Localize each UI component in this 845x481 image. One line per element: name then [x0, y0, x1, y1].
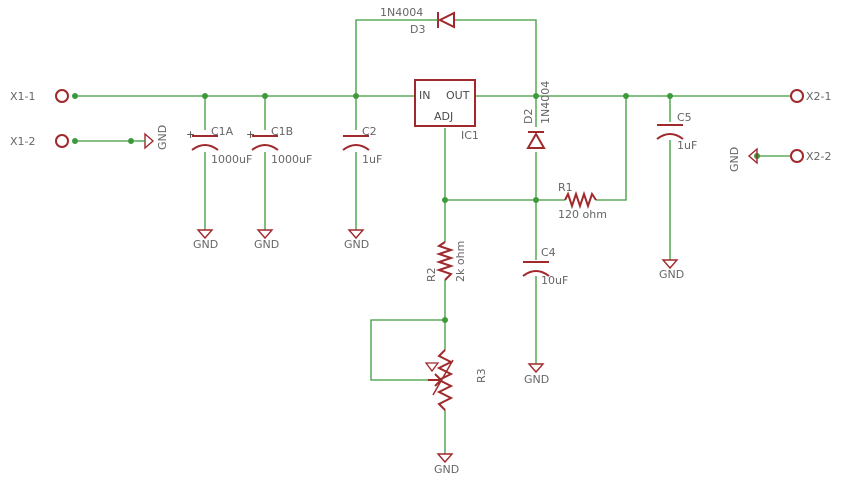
d2-value: 1N4004: [539, 81, 552, 124]
gnd-c4: GND: [524, 363, 549, 386]
gnd-r3: GND: [434, 453, 459, 476]
diode-triangle-icon: [437, 11, 455, 29]
gnd-label: GND: [434, 463, 459, 476]
c1b-value: 1000uF: [271, 153, 312, 166]
d2-label: D2: [522, 109, 535, 124]
c5-value: 1uF: [677, 139, 697, 152]
pad-circle-icon: [55, 89, 69, 103]
wires: [75, 19, 790, 454]
capacitor-c1b: + C1B 1000uF: [246, 125, 312, 166]
r2-value: 2k ohm: [454, 241, 467, 282]
connector-x2-1: X2-1: [790, 89, 832, 103]
potentiometer-r3: R3: [424, 349, 488, 411]
junction-dot: [202, 93, 208, 99]
pad-circle-icon: [790, 149, 804, 163]
connector-x1-1-label: X1-1: [10, 90, 36, 103]
junction-dot: [667, 93, 673, 99]
junction-dot: [72, 93, 78, 99]
ic1-pin-in: IN: [419, 89, 430, 102]
gnd-c5: GND: [659, 259, 684, 281]
ic1-label: IC1: [461, 129, 479, 142]
resistor-zigzag-icon: [564, 190, 597, 210]
c1a-label: C1A: [211, 125, 234, 138]
c4-value: 10uF: [541, 274, 568, 287]
c2-label: C2: [362, 125, 377, 138]
c1b-plus: +: [246, 128, 255, 141]
r2-label: R2: [425, 267, 438, 282]
gnd-label: GND: [659, 268, 684, 281]
connector-x1-2-label: X1-2: [10, 135, 36, 148]
junction-dot: [442, 197, 448, 203]
capacitor-c2: C2 1uF: [342, 125, 382, 166]
diode-d2: D2 1N4004: [522, 81, 552, 149]
ground-icon: [196, 229, 214, 240]
resistor-zigzag-icon: [435, 241, 455, 281]
resistor-r2: R2 2k ohm: [425, 241, 467, 282]
c1a-value: 1000uF: [211, 153, 252, 166]
gnd-label: GND: [156, 125, 169, 150]
gnd-x1-2: GND: [137, 125, 169, 150]
capacitor-c4: C4 10uF: [522, 246, 568, 287]
gnd-x2-2: GND: [728, 147, 758, 172]
gnd-label: GND: [524, 373, 549, 386]
junction-dot: [533, 197, 539, 203]
gnd-label: GND: [728, 147, 741, 172]
ground-icon: [347, 229, 365, 240]
diode-triangle-icon: [526, 131, 546, 149]
gnd-label: GND: [193, 238, 218, 251]
connector-x2-2-label: X2-2: [806, 150, 832, 163]
gnd-c1a: GND: [193, 229, 218, 251]
pad-circle-icon: [55, 134, 69, 148]
d3-value: 1N4004: [380, 6, 423, 19]
connector-x2-2: X2-2: [790, 149, 832, 163]
c1b-label: C1B: [271, 125, 293, 138]
ic1-regulator: IN OUT ADJ IC1: [414, 79, 479, 142]
connector-x1-1: X1-1: [10, 89, 69, 103]
r1-value: 120 ohm: [558, 208, 607, 221]
r3-label: R3: [475, 368, 488, 383]
connector-x2-1-label: X2-1: [806, 90, 832, 103]
ic-body: [414, 79, 476, 127]
junctions: [72, 93, 760, 323]
capacitor-c1a: + C1A 1000uF: [186, 125, 252, 166]
ic1-pin-out: OUT: [446, 89, 470, 102]
ground-icon: [256, 229, 274, 240]
ground-icon: [144, 132, 155, 150]
c4-label: C4: [541, 246, 556, 259]
c5-label: C5: [677, 111, 692, 124]
c2-value: 1uF: [362, 153, 382, 166]
gnd-label: GND: [344, 238, 369, 251]
junction-dot: [533, 93, 539, 99]
diode-d3: 1N4004 D3: [380, 6, 455, 36]
ground-icon: [527, 363, 545, 374]
junction-dot: [128, 138, 134, 144]
ground-icon: [436, 453, 454, 464]
d3-label: D3: [410, 23, 425, 36]
ic1-pin-adj: ADJ: [434, 110, 453, 123]
junction-dot: [353, 93, 359, 99]
wiper-arrow-icon: [424, 362, 440, 373]
r1-label: R1: [558, 181, 573, 194]
resistor-r1: R1 120 ohm: [558, 181, 607, 221]
gnd-c1b: GND: [254, 229, 279, 251]
junction-dot: [623, 93, 629, 99]
junction-dot: [442, 317, 448, 323]
pad-circle-icon: [790, 89, 804, 103]
gnd-c2: GND: [344, 229, 369, 251]
ground-icon: [661, 259, 679, 270]
c1a-plus: +: [186, 128, 195, 141]
ground-icon: [747, 147, 758, 165]
capacitor-c5: C5 1uF: [656, 111, 697, 152]
junction-dot: [72, 138, 78, 144]
gnd-label: GND: [254, 238, 279, 251]
connector-x1-2: X1-2: [10, 134, 69, 148]
junction-dot: [262, 93, 268, 99]
